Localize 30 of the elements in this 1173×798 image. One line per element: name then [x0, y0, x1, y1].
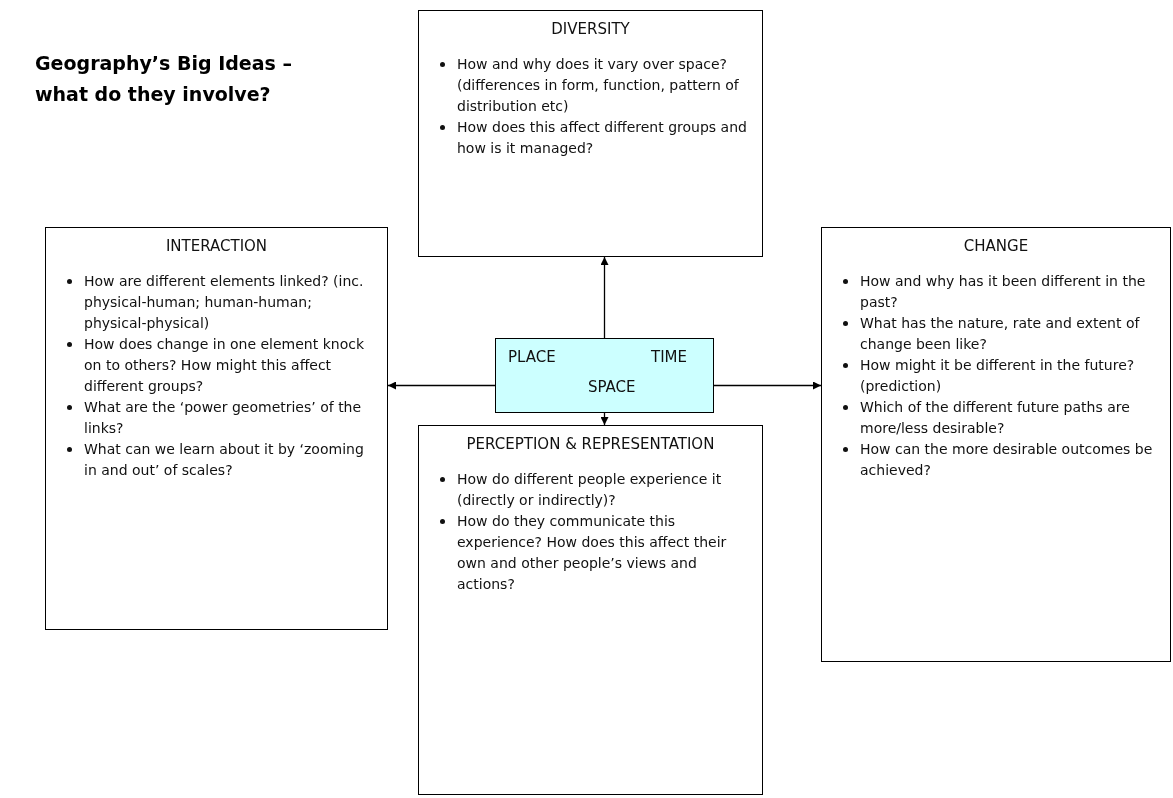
- center-label: SPACE: [588, 377, 636, 398]
- topic-box: [821, 227, 1171, 662]
- bullet-text: Which of the different future paths are more/less desirable?: [860, 399, 1130, 436]
- bullet-text: How and why has it been different in the past?: [860, 273, 1146, 310]
- topic-box: [45, 227, 388, 630]
- bullet-text: How does change in one element knock on to others? How might this affect different groups?: [84, 336, 365, 394]
- topic-box: [418, 10, 763, 257]
- bullet-text: How do different people experience it (directly or indirectly)?: [457, 471, 722, 508]
- bullet-text: How can the more desirable outcomes be achieved?: [860, 441, 1153, 478]
- arrow: [600, 412, 609, 426]
- arrow: [387, 381, 496, 390]
- bullet-text: What are the ‘power geometries’ of the links?: [84, 399, 362, 436]
- topic-box: [418, 425, 763, 795]
- diagram-title: Geography’s Big Ideas – what do they involve?: [35, 51, 293, 107]
- arrow: [600, 256, 609, 339]
- bullet-text: How are different elements linked? (inc. physical-human; human-human; physical-physical): [84, 273, 364, 331]
- arrow: [713, 381, 822, 390]
- center-label: PLACE: [508, 347, 556, 368]
- bullet-text: What can we learn about it by ‘zooming in and out’ of scales?: [84, 441, 364, 478]
- box-heading: CHANGE: [962, 236, 1030, 257]
- bullet-text: How does this affect different groups and how is it managed?: [457, 119, 747, 156]
- bullet-text: How might it be different in the future? (prediction): [860, 357, 1135, 394]
- box-heading: PERCEPTION & REPRESENTATION: [465, 434, 716, 455]
- box-heading: INTERACTION: [164, 236, 269, 257]
- bullet-text: How do they communicate this experience? How does this affect their own and other people’s views and actions?: [457, 513, 727, 592]
- center-label: TIME: [651, 347, 687, 368]
- box-heading: DIVERSITY: [550, 19, 631, 40]
- center-box: [495, 338, 714, 413]
- bullet-text: What has the nature, rate and extent of change been like?: [860, 315, 1140, 352]
- bullet-text: How and why does it vary over space? (differences in form, function, pattern of distribution etc): [457, 56, 739, 114]
